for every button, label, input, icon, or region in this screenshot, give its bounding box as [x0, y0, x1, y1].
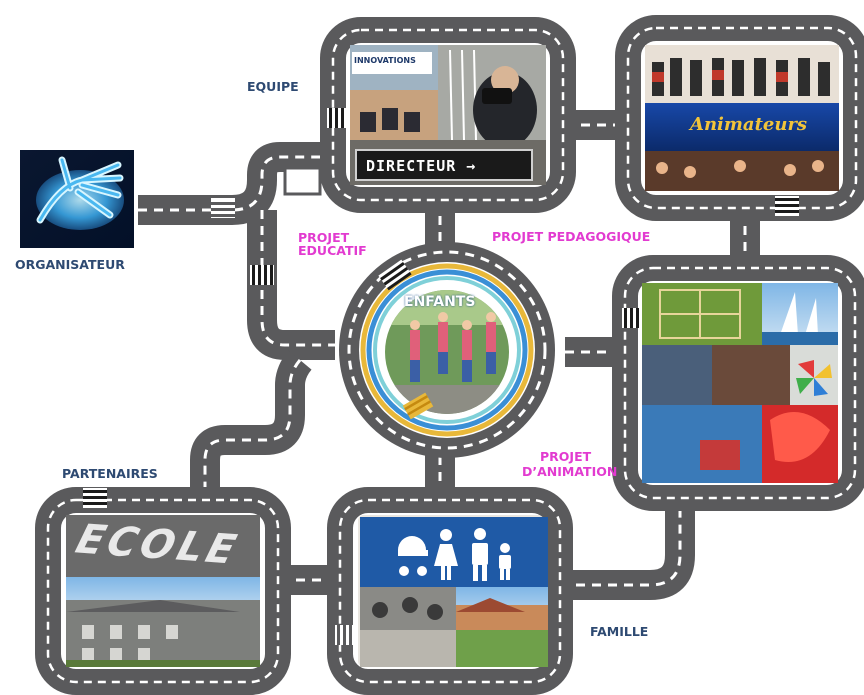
family-pictogram-icon — [398, 528, 511, 581]
enfants-label: ENFANTS — [404, 294, 476, 310]
projet-animation-label-line1: PROJET — [540, 449, 592, 464]
projet-animation-label-line2: D’ANIMATION — [522, 464, 618, 479]
organisateur-label: ORGANISATEUR — [15, 257, 125, 272]
crosswalk — [402, 392, 434, 420]
ecole-photo — [66, 515, 260, 667]
organisateur-image — [20, 150, 134, 248]
animateurs-photo — [645, 45, 839, 191]
projet-pedagogique-label: PROJET PEDAGOGIQUE — [492, 229, 651, 244]
crosswalks — [83, 108, 799, 645]
projet-educatif-label-line1: PROJET — [298, 230, 350, 245]
equipe-photo — [350, 45, 546, 185]
partenaires-label: PARTENAIRES — [62, 466, 158, 481]
crosswalk — [378, 259, 412, 291]
animateurs-banner-text: Animateurs — [690, 114, 808, 135]
directeur-sign-text: DIRECTEUR → — [366, 157, 477, 175]
hand-icon — [36, 156, 124, 230]
projet-educatif-label-line2: EDUCATIF — [298, 243, 367, 258]
roundabout — [339, 242, 555, 458]
equipe-label: EQUIPE — [247, 79, 299, 94]
famille-photo — [358, 515, 548, 667]
famille-label: FAMILLE — [590, 624, 649, 639]
animation-photo — [642, 283, 838, 483]
pinwheel-icon — [796, 360, 832, 396]
innovations-sign-text: INNOVATIONS — [354, 56, 416, 65]
road-frames — [35, 15, 864, 695]
